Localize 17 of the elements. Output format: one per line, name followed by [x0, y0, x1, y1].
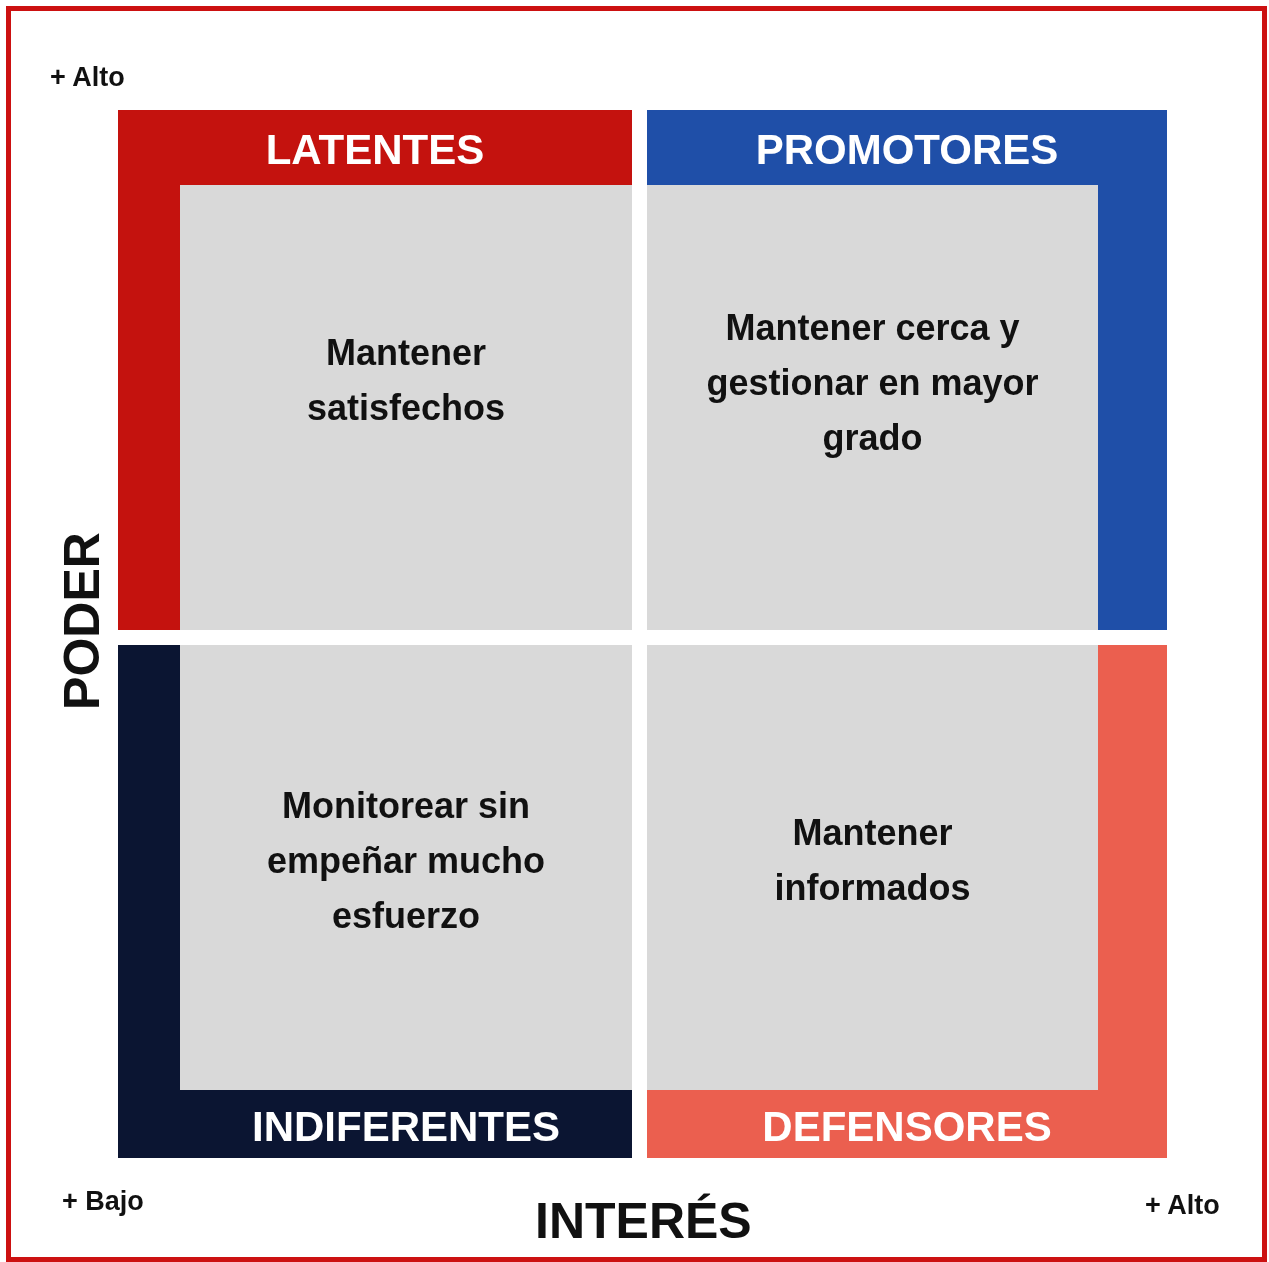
quadrant-heading: PROMOTORES	[755, 126, 1059, 173]
quadrant-heading: LATENTES	[265, 126, 485, 173]
quadrant-text: Mantener satisfechos	[306, 332, 506, 428]
quadrant-text: Mantener cerca y gestionar en mayor grado	[706, 307, 1039, 458]
axis-end-label: + Bajo	[62, 1186, 144, 1216]
quadrant-heading: INDIFERENTES	[252, 1103, 560, 1150]
quadrant-box	[118, 645, 632, 1158]
quadrant-box	[118, 110, 632, 630]
quadrant-text: Mantener informados	[774, 812, 971, 908]
quadrant-text: Monitorear sin empeñar mucho esfuerzo	[266, 785, 546, 936]
quadrant-box	[647, 645, 1167, 1158]
quadrant-box	[647, 110, 1167, 630]
axis-title: INTERÉS	[535, 1193, 752, 1249]
quadrant-heading: DEFENSORES	[762, 1103, 1052, 1150]
axis-end-label: + Alto	[50, 62, 125, 92]
axis-title: PODER	[54, 532, 110, 710]
axis-end-label: + Alto	[1145, 1190, 1220, 1220]
